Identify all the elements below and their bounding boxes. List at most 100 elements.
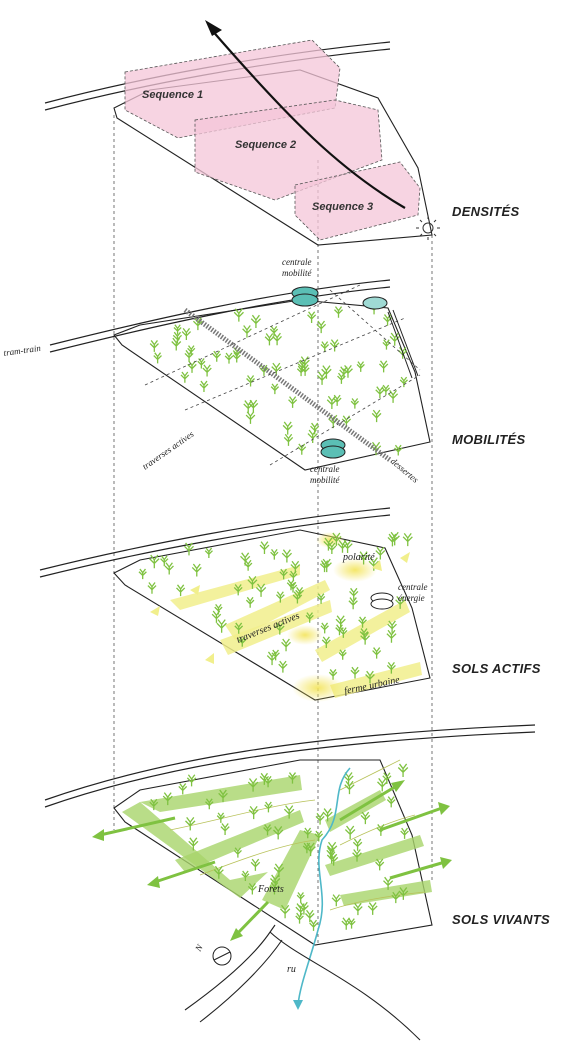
tram-train-label: tram-train [3,343,42,358]
tree-icon [250,858,261,871]
tree-icon [321,558,332,573]
tree-icon [314,830,324,842]
tree-icon [264,333,275,346]
tree-icon [387,620,397,633]
tree-icon [322,808,333,822]
tree-icon [331,532,342,546]
tree-icon [216,619,227,633]
tree-icon [368,557,380,571]
energy-station-icon [370,592,394,610]
tree-icon [316,593,326,604]
tree-icon [259,772,269,785]
stream-arrow-icon [293,1000,303,1010]
tree-icon [288,772,297,784]
tree-icon [149,798,159,811]
tree-icon [266,651,278,666]
tree-icon [273,826,284,840]
tree-icon [233,584,243,596]
tree-icon [216,812,225,823]
tree-icon [269,325,279,337]
tree-icon [233,847,242,858]
tree-icon [181,327,192,341]
tree-icon [386,629,397,643]
yellow-arrowheads [150,552,410,664]
tree-icon [242,325,252,338]
tree-icon [350,666,360,679]
tree-icon [343,772,354,786]
tree-icon [398,887,409,900]
traverses-actives-label: traverses actives [140,429,195,472]
forets-label: Forets [257,884,284,895]
direction-arrow [209,27,406,209]
tree-icon [246,375,256,387]
tree-icon [300,364,310,376]
tree-icon [304,909,315,923]
tree-icon [264,801,273,813]
tree-icon [329,339,340,352]
tree-icon [160,555,169,567]
ru-stream [297,767,351,1006]
tree-icon [399,376,408,388]
tree-icon [381,384,391,396]
tree-icon [367,902,378,915]
tree-icon [234,622,244,634]
layer-mobilites: centrale mobilité centrale mobilité tram… [3,257,431,485]
tree-icon [243,400,254,413]
tree-icon [320,622,329,634]
tree-icon [321,636,331,649]
tree-icon [282,421,293,435]
tree-icon [269,882,280,895]
tree-icon [176,584,186,597]
tree-icon [343,364,353,378]
tree-icon [297,443,307,455]
tree-icon [394,444,403,456]
centrale-top-label-1: centrale [282,257,312,267]
tree-icon [204,547,213,558]
layer-sols-vivants: N Forets ru [44,724,536,1041]
tree-icon [270,549,279,560]
tree-icon [326,847,335,858]
tree-icon [270,383,280,395]
tree-icon [335,615,346,629]
tree-icon [271,362,282,376]
tree-icon [289,570,298,582]
tree-cluster [138,531,413,684]
tree-icon [326,841,338,856]
tree-icon [218,789,228,803]
tree-icon [279,904,291,919]
tree-icon [275,622,285,635]
tree-cluster [149,763,409,931]
tree-icon [389,531,400,546]
tree-icon [310,422,320,435]
tree-icon [180,371,190,383]
tree-icon [388,389,399,403]
tree-icon [307,311,317,323]
tree-icon [315,812,325,825]
tree-icon [327,542,337,555]
tree-icon [332,394,342,406]
tree-icon [149,340,159,352]
tree-icon [164,562,174,575]
tree-icon [383,876,394,890]
tree-icon [344,825,356,840]
tree-icon [375,386,385,399]
tree-icon [386,796,396,808]
tree-icon [309,919,318,931]
sequence-3-label: Sequence 3 [312,201,373,213]
tree-icon [250,314,262,329]
tree-icon [338,649,347,660]
tree-icon [303,827,312,839]
tree-icon [341,917,352,930]
tree-icon [212,350,222,362]
sequence-2-label: Sequence 2 [235,139,296,151]
tram-train-line [49,279,391,353]
tree-icon [275,591,285,603]
tree-icon [372,647,382,659]
forest-bands [122,775,432,910]
sequence-1-label: Sequence 1 [142,89,203,101]
tree-icon [147,582,157,594]
sequence-3-block [294,161,421,241]
tree-icon [328,669,338,680]
